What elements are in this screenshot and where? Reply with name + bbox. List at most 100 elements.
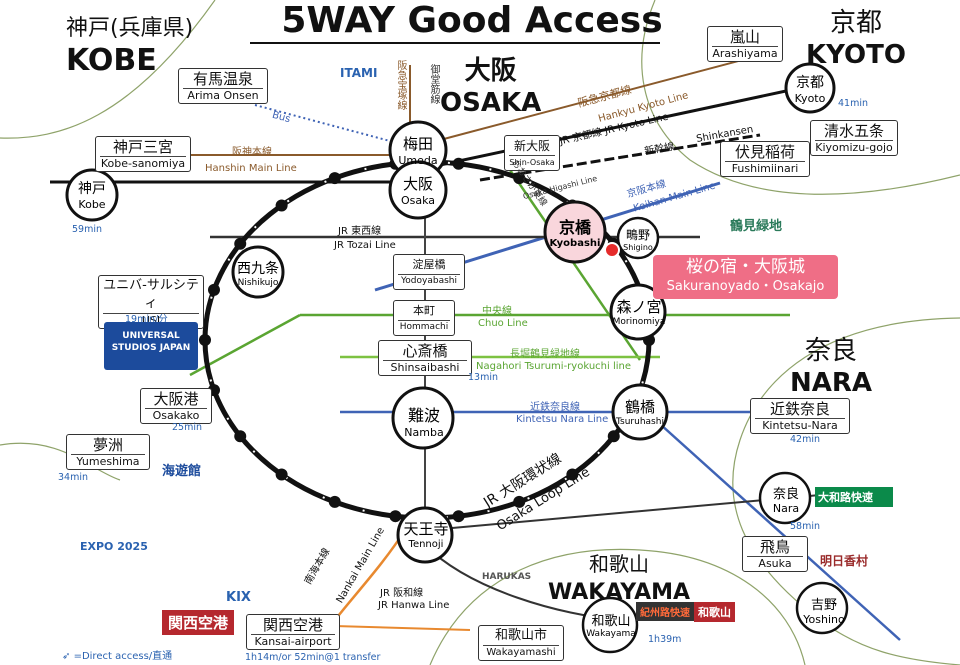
line-nagahori-jp: 長堀鶴見緑地線 xyxy=(510,349,580,360)
kansai-airport-sign: 関西空港 xyxy=(162,610,235,635)
station-tsuruhashi[interactable]: 鶴橋 Tsuruhashi xyxy=(612,396,668,427)
wakayama-sign: 和歌山 xyxy=(694,602,735,622)
station-label-en: Nishikujo xyxy=(237,278,279,288)
station-asuka[interactable]: 飛鳥 Asuka xyxy=(742,536,808,572)
station-shin-osaka[interactable]: 新大阪 Shin-Osaka xyxy=(504,135,560,171)
region-wakayama: 和歌山 WAKAYAMA xyxy=(548,552,690,610)
station-kobe-sannomiya[interactable]: 神戸三宮 Kobe-sanomiya xyxy=(95,136,191,172)
station-osaka[interactable]: 大阪 Osaka xyxy=(392,173,444,207)
station-label-jp: 梅田 xyxy=(402,135,433,153)
line-hankyu-takarazuka: 阪急宝塚線 xyxy=(395,60,406,110)
station-label-jp: 和歌山 xyxy=(591,614,631,629)
station-label-jp: 和歌山市 xyxy=(494,628,547,643)
station-wakayamashi[interactable]: 和歌山市 Wakayamashi xyxy=(478,625,564,661)
station-label-jp: 天王寺 xyxy=(403,520,449,538)
station-arima-onsen[interactable]: 有馬温泉 Arima Onsen xyxy=(178,68,268,104)
station-label-jp: 新大阪 xyxy=(513,139,550,153)
station-shinsaibashi[interactable]: 心斎橋 Shinsaibashi xyxy=(378,340,472,376)
station-yoshino[interactable]: 吉野 Yoshino xyxy=(800,594,848,626)
hotel-name-jp: 桜の宿・大阪城 xyxy=(686,257,805,277)
station-nara[interactable]: 奈良 Nara xyxy=(764,483,808,515)
line-hanwa-jp: JR 阪和線 xyxy=(380,588,424,599)
loop-station-dot xyxy=(207,283,220,296)
station-label-en: Osaka xyxy=(400,194,436,207)
time-nara-jr: 58min xyxy=(790,521,821,532)
harukas-logo: HARUKAS xyxy=(482,572,532,582)
station-label-jp: 神戸 xyxy=(78,181,106,197)
station-label-jp: 神戸三宮 xyxy=(112,138,173,156)
region-nara-jp: 奈良 xyxy=(805,336,858,366)
station-kyobashi[interactable]: 京橋 Kyobashi xyxy=(545,214,605,249)
time-shinsaibashi: 13min xyxy=(468,372,499,383)
time-wakayama: 1h39m xyxy=(648,634,682,645)
region-kobe-en: KOBE xyxy=(66,43,157,78)
station-kansai-airport[interactable]: 関西空港 Kansai-airport xyxy=(246,614,340,650)
line-chuo-en: Chuo Line xyxy=(478,318,528,329)
time-kyoto: 41min xyxy=(838,98,869,109)
station-label-en: Nara xyxy=(772,502,800,515)
station-label-jp: 鴫野 xyxy=(625,228,650,242)
station-tennoji[interactable]: 天王寺 Tennoji xyxy=(398,518,454,550)
time-nara-kintetsu: 42min xyxy=(790,434,821,445)
station-umeda[interactable]: 梅田 Umeda xyxy=(392,133,444,167)
region-osaka-jp: 大阪 xyxy=(464,56,517,86)
loop-station-dot xyxy=(328,172,341,185)
map-title: 5WAY Good Access xyxy=(281,0,663,41)
station-label-jp: 難波 xyxy=(407,406,440,425)
station-yodoyabashi[interactable]: 淀屋橋 Yodoyabashi xyxy=(393,254,465,290)
station-label-en: Namba xyxy=(404,426,444,439)
legend-direct-access: ➶ =Direct access/直通 xyxy=(62,647,172,662)
station-label-en: Asuka xyxy=(747,556,803,570)
station-kintetsu-nara[interactable]: 近鉄奈良 Kintetsu-Nara xyxy=(750,398,850,434)
line-chuo-jp: 中央線 xyxy=(482,306,512,317)
yamatoji-rapid-logo: 大和路快速 xyxy=(815,487,893,507)
region-kyoto: 京都 KYOTO xyxy=(806,8,906,72)
station-osakako[interactable]: 大阪港 Osakako xyxy=(140,388,212,424)
station-label-en: Kiyomizu-gojo xyxy=(815,140,893,154)
station-label-en: Kansai-airport xyxy=(251,634,335,648)
station-label-en: Hommachi xyxy=(398,320,450,332)
region-wakayama-jp: 和歌山 xyxy=(589,552,650,576)
time-kobe: 59min xyxy=(72,224,103,235)
usj-logo: UNIVERSAL STUDIOS JAPAN xyxy=(104,322,198,370)
time-kix: 1h14m/or 52min@1 transfer xyxy=(245,652,381,663)
station-fushimi-inari[interactable]: 伏見稲荷 Fushimiinari xyxy=(720,141,810,177)
region-osaka: 大阪 OSAKA xyxy=(440,56,541,120)
line-hanshin-en: Hanshin Main Line xyxy=(205,163,297,174)
station-label-jp: 本町 xyxy=(413,304,435,317)
region-kyoto-jp: 京都 xyxy=(829,8,882,38)
region-nara: 奈良 NARA xyxy=(790,336,872,400)
station-yumeshima[interactable]: 夢洲 Yumeshima xyxy=(66,434,150,470)
station-label-jp: 鶴橋 xyxy=(624,398,655,416)
station-label-en: Arima Onsen xyxy=(183,88,263,102)
loop-station-dot xyxy=(275,199,288,212)
hotel-sakuranoyado[interactable]: 桜の宿・大阪城 Sakuranoyado・Osakajo xyxy=(653,255,838,299)
kaiyukan-logo: 海遊館 xyxy=(162,464,202,479)
hotel-name-en: Sakuranoyado・Osakajo xyxy=(666,279,825,294)
station-label-jp: 京都 xyxy=(796,75,824,91)
station-label-jp: 近鉄奈良 xyxy=(769,400,830,418)
station-nishikujo[interactable]: 西九条 Nishikujo xyxy=(232,258,284,288)
station-kiyomizu-gojo[interactable]: 清水五条 Kiyomizu-gojo xyxy=(810,120,898,156)
station-label-en: Yumeshima xyxy=(71,454,145,468)
station-morinomiya[interactable]: 森ノ宮 Morinomiya xyxy=(608,296,670,327)
station-label-en: Osakako xyxy=(145,408,207,422)
loop-station-dot xyxy=(234,430,247,443)
station-label-en: Fushimiinari xyxy=(725,161,805,175)
station-namba[interactable]: 難波 Namba xyxy=(396,402,452,439)
station-label-jp: 夢洲 xyxy=(92,436,123,454)
station-hommachi[interactable]: 本町 Hommachi xyxy=(393,300,455,336)
station-label-jp: 伏見稲荷 xyxy=(734,143,795,161)
station-kyoto[interactable]: 京都 Kyoto xyxy=(786,72,834,105)
station-arashiyama[interactable]: 嵐山 Arashiyama xyxy=(707,26,783,62)
line-kintetsu-nara-jp: 近鉄奈良線 xyxy=(530,402,580,413)
station-shigino[interactable]: 鴫野 Shigino xyxy=(620,226,656,252)
station-label-jp: 心斎橋 xyxy=(402,342,448,360)
line-kintetsu-nara-en: Kintetsu Nara Line xyxy=(516,414,609,425)
station-usj[interactable]: ユニバ-サルシティ USJ xyxy=(98,275,204,329)
loop-station-dot xyxy=(199,334,211,346)
station-wakayama[interactable]: 和歌山 Wakayama xyxy=(580,610,642,639)
station-label-jp: 関西空港 xyxy=(262,616,323,634)
station-kobe[interactable]: 神戸 Kobe xyxy=(68,178,116,211)
loop-station-dot xyxy=(607,430,620,443)
